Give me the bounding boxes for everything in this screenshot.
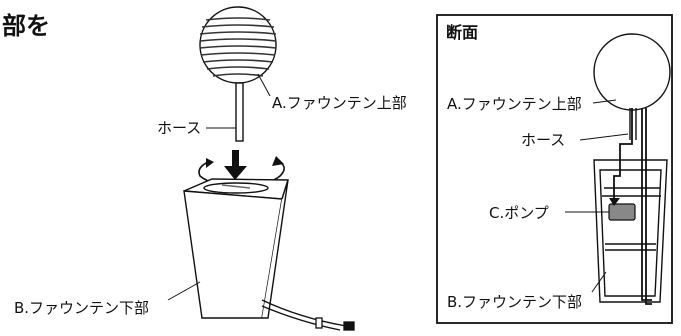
left-leaders	[167, 73, 271, 301]
section-hose-label: ホース	[521, 131, 566, 149]
fountain-stem	[235, 82, 244, 142]
section-top-part-label: A.ファウンテン上部	[447, 95, 582, 113]
power-cable	[261, 299, 355, 331]
heading-fragment: 部を	[2, 12, 50, 40]
section-title: 断面	[446, 23, 479, 42]
left-bottom-part-label: B.ファウンテン下部	[14, 299, 150, 317]
section-bottom-part-label: B.ファウンテン下部	[447, 293, 583, 311]
section-tube	[613, 108, 652, 305]
section-pump-label: C.ポンプ	[489, 204, 549, 222]
section-leaders	[565, 99, 629, 293]
insert-arrow	[224, 150, 247, 180]
fountain-top-globe	[199, 6, 277, 84]
fountain-bottom-base	[183, 178, 289, 319]
left-hose-label: ホース	[157, 119, 202, 137]
section-hose-pipe	[629, 108, 637, 140]
section-globe	[593, 33, 671, 111]
left-top-part-label: A.ファウンテン上部	[272, 94, 407, 112]
